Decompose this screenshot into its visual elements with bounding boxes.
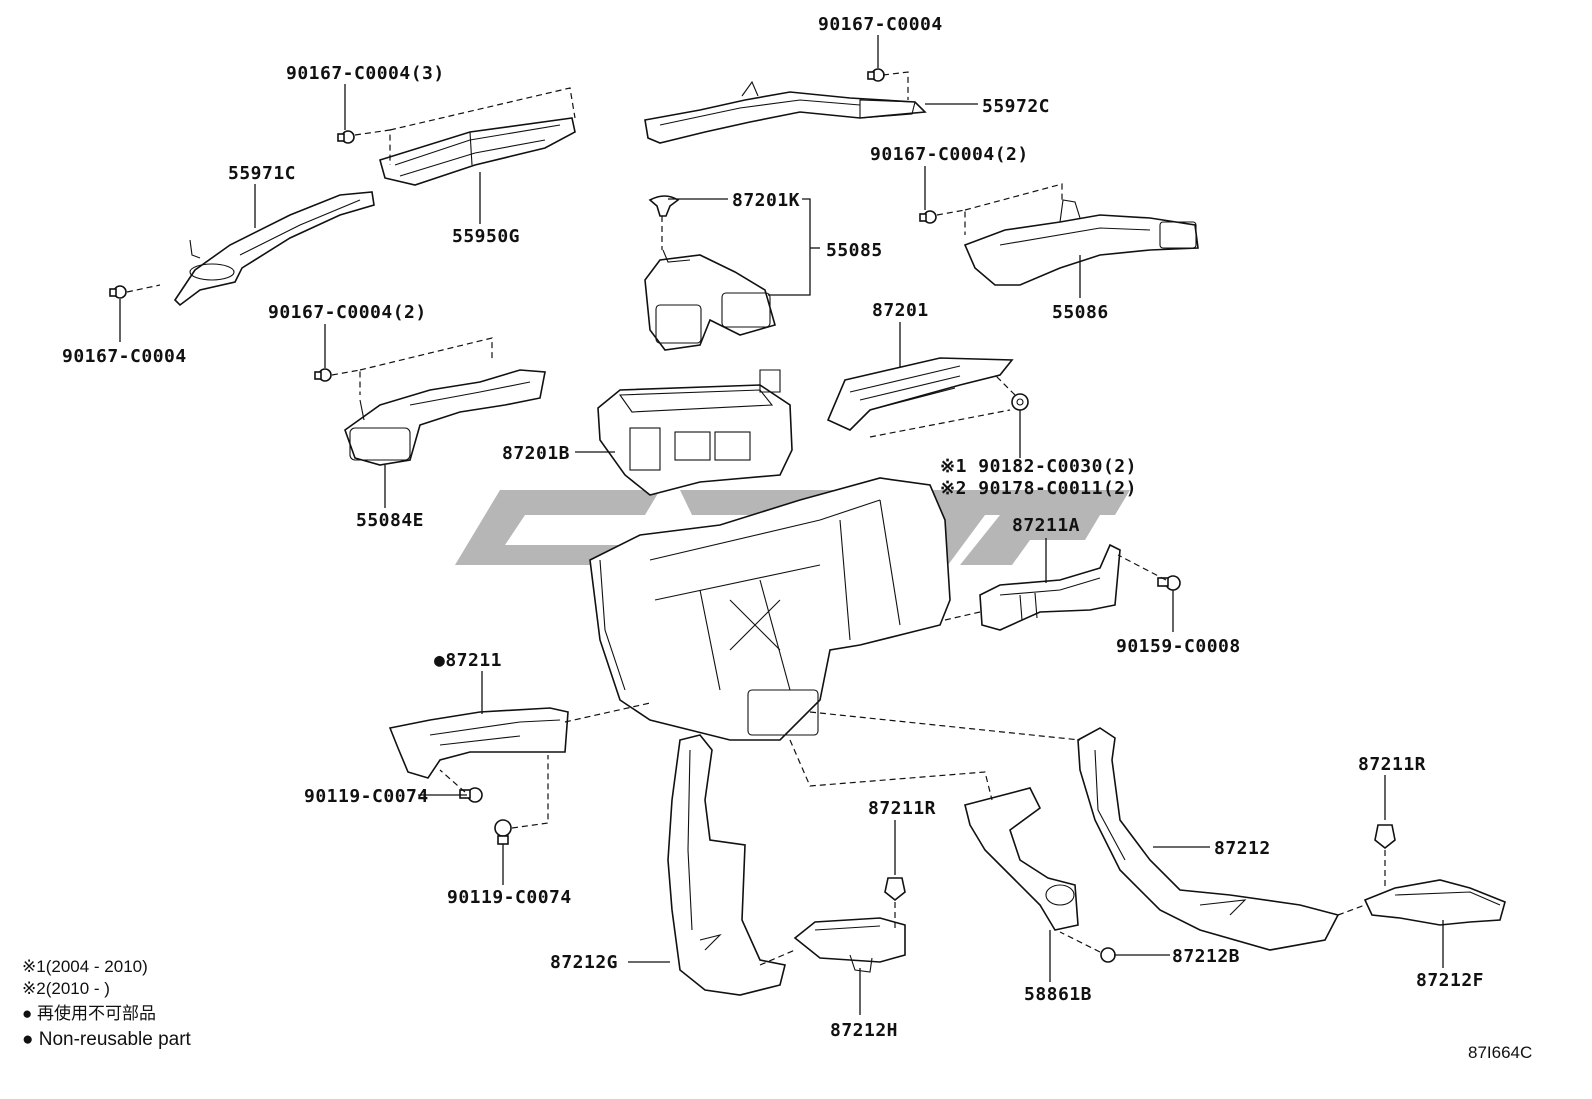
part-58861B-duct[interactable]: [964, 787, 1079, 931]
label-55950G: 55950G: [452, 226, 520, 247]
fastener-screw-top[interactable]: [867, 68, 885, 82]
fastener-clip-87211R-right[interactable]: [1374, 824, 1396, 850]
fastener-bolt-87211-b[interactable]: [494, 819, 512, 845]
part-55085-register[interactable]: [644, 249, 776, 351]
part-87211A-duct[interactable]: [979, 543, 1121, 631]
fastener-nut-87201[interactable]: [1011, 393, 1029, 411]
fastener-clip-87212B[interactable]: [1100, 947, 1116, 963]
label-90182-c0030: ※1 90182-C0030(2): [940, 456, 1137, 477]
label-87212G: 87212G: [550, 952, 618, 973]
label-90119-c0074-b: 90119-C0074: [447, 887, 572, 908]
diagram-code: 87I664C: [1468, 1043, 1532, 1062]
label-58861B: 58861B: [1024, 984, 1092, 1005]
label-87211: ●87211: [434, 650, 502, 671]
part-55950G-register[interactable]: [379, 117, 576, 186]
label-87211R-right: 87211R: [1358, 754, 1426, 775]
legend-non-reusable-en: ● Non-reusable part: [22, 1029, 192, 1050]
leader-lines: [119, 35, 1444, 1015]
fastener-screw-55971C[interactable]: [109, 285, 127, 299]
label-55972C: 55972C: [982, 96, 1050, 117]
label-90119-c0074-a: 90119-C0074: [304, 786, 429, 807]
label-90167-c0004-2-right: 90167-C0004(2): [870, 144, 1029, 165]
legend-note-2: ※2(2010 - ): [22, 979, 110, 998]
label-90159-c0008: 90159-C0008: [1116, 636, 1241, 657]
fastener-screw-55086[interactable]: [919, 210, 937, 224]
label-87212F: 87212F: [1416, 970, 1484, 991]
label-87212: 87212: [1214, 838, 1271, 859]
label-90167-c0004-3: 90167-C0004(3): [286, 63, 445, 84]
fastener-bolt-87211-a[interactable]: [459, 787, 483, 803]
label-90167-c0004-top: 90167-C0004: [818, 14, 943, 35]
assembly-dashed-lines: [126, 71, 1386, 966]
label-90167-c0004-2-left: 90167-C0004(2): [268, 302, 427, 323]
part-87212F-duct[interactable]: [1363, 879, 1506, 926]
fastener-screw-55084E[interactable]: [314, 368, 332, 382]
label-87211R-mid: 87211R: [868, 798, 936, 819]
label-87201: 87201: [872, 300, 929, 321]
label-87211A: 87211A: [1012, 515, 1080, 536]
fastener-screw-55950G[interactable]: [337, 130, 355, 144]
label-87201B: 87201B: [502, 443, 570, 464]
part-87201-assembly[interactable]: [826, 357, 1014, 431]
label-90167-c0004-left: 90167-C0004: [62, 346, 187, 367]
label-87201K: 87201K: [732, 190, 800, 211]
legend-note-1: ※1(2004 - 2010): [22, 957, 148, 976]
label-55084E: 55084E: [356, 510, 424, 531]
part-55971C-duct[interactable]: [173, 191, 375, 307]
label-87212H: 87212H: [830, 1020, 898, 1041]
part-55086-duct[interactable]: [963, 199, 1199, 286]
part-87212G-duct[interactable]: [667, 734, 786, 996]
part-55972C-duct[interactable]: [644, 80, 927, 144]
label-55085: 55085: [826, 240, 883, 261]
part-87211-duct[interactable]: [388, 707, 569, 779]
part-87201K-clip[interactable]: [648, 195, 680, 217]
part-87212H-duct[interactable]: [793, 917, 906, 973]
label-55971C: 55971C: [228, 163, 296, 184]
label-55086: 55086: [1052, 302, 1109, 323]
part-87212-duct[interactable]: [1077, 727, 1340, 951]
part-hvac-unit[interactable]: [589, 477, 951, 741]
label-87212B: 87212B: [1172, 946, 1240, 967]
part-55084E-duct[interactable]: [344, 369, 546, 466]
label-90178-c0011: ※2 90178-C0011(2): [940, 478, 1137, 499]
part-87201B-housing[interactable]: [597, 369, 793, 496]
legend-non-reusable-jp: ● 再使用不可部品: [22, 1003, 156, 1023]
fastener-clip-87211R-mid[interactable]: [884, 877, 906, 902]
